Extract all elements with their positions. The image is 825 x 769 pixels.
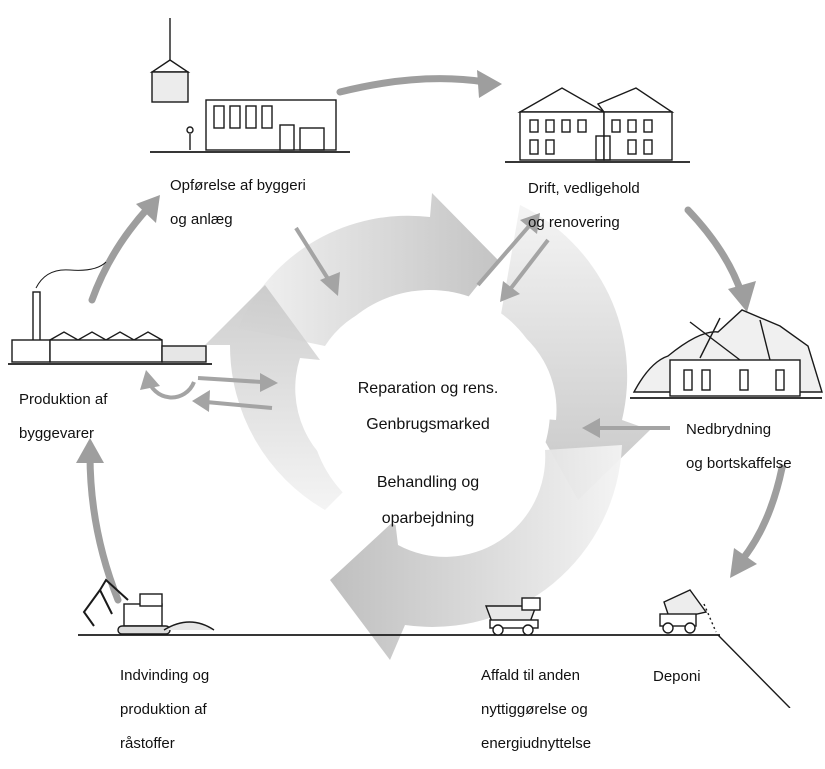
- demolition-illustration: [630, 309, 823, 399]
- construction-illustration: [149, 18, 350, 153]
- outer-cycle-arrows: [86, 75, 786, 604]
- arrowhead-landfill: [730, 548, 757, 578]
- arrow-operation-to-demolition: [684, 206, 746, 299]
- arrow-extraction-to-production: [86, 451, 122, 604]
- label-landfill: Deponi: [653, 668, 701, 685]
- arrowhead-operation: [477, 70, 502, 98]
- label-construction: Opførelse af byggeri og anlæg: [170, 177, 306, 228]
- recovery-truck-illustration: [484, 597, 541, 636]
- label-treatment: Behandling og oparbejdning: [376, 474, 480, 527]
- arrow-production-to-construction: [88, 204, 152, 304]
- arrowhead-demolition: [728, 281, 756, 312]
- label-extraction: Indvinding og produktion af råstoffer: [120, 667, 210, 752]
- arrow-operation-to-ring: [506, 238, 550, 294]
- arrow-ring-to-production: [205, 400, 273, 410]
- extraction-illustration: [78, 578, 720, 636]
- ring-segment-bottom: [330, 445, 622, 660]
- label-recovery: Affald til anden nyttiggørelse og energi…: [481, 667, 592, 752]
- life-cycle-diagram: [8, 18, 823, 708]
- ring-segment-left: [205, 285, 355, 510]
- label-operation: Drift, vedligehold og renovering: [528, 180, 640, 231]
- ring-center: [310, 290, 550, 530]
- arrowhead-production: [76, 438, 104, 463]
- arrow-ring-to-operation: [476, 223, 532, 287]
- landfill-illustration: [659, 589, 791, 708]
- arrow-construction-to-operation: [336, 75, 489, 96]
- ring-segment-top: [238, 193, 498, 346]
- outer-arrowheads: [76, 70, 757, 578]
- label-demolition: Nedbrydning og bortskaffelse: [686, 421, 792, 472]
- label-production: Produktion af byggevarer: [19, 391, 108, 442]
- arrow-demolition-to-landfill: [738, 464, 786, 564]
- operation-illustration: [505, 87, 690, 163]
- arrow-production-to-ring: [197, 376, 263, 384]
- inner-arrowheads: [140, 213, 600, 438]
- label-repair-market: Reparation og rens. Genbrugsmarked: [357, 380, 499, 433]
- arrow-construction-to-ring: [294, 226, 332, 284]
- arrowhead-construction: [136, 195, 160, 223]
- production-illustration: [8, 261, 212, 365]
